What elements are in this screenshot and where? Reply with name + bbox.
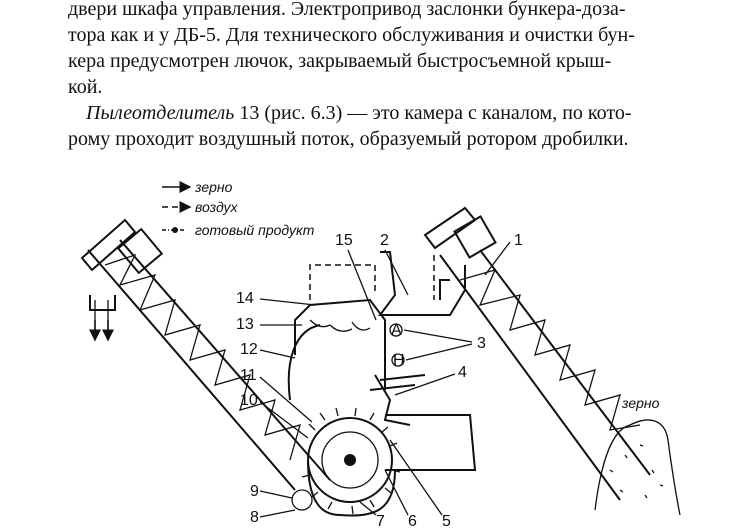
- legend-product-label: готовый продукт: [195, 222, 315, 238]
- label-14: 14: [236, 290, 254, 307]
- label-13: 13: [236, 316, 254, 333]
- crusher-assembly: А Н: [287, 251, 477, 517]
- valve-a-label: А: [391, 322, 402, 339]
- label-1: 1: [514, 232, 523, 249]
- label-5: 5: [442, 513, 451, 530]
- paragraph-2: Пылеотделитель 13 (рис. 6.3) — это камер…: [68, 100, 718, 152]
- label-6: 6: [408, 513, 417, 530]
- label-8: 8: [250, 509, 259, 526]
- legend-grain-label: зерно: [194, 179, 233, 195]
- grain-pile-label: зерно: [621, 395, 660, 411]
- label-12: 12: [240, 341, 258, 358]
- label-7: 7: [376, 513, 385, 530]
- left-auger-conveyor: [80, 218, 331, 491]
- grain-pile: зерно: [594, 395, 681, 516]
- text-block: двери шкафа управления. Электропривод за…: [68, 0, 718, 152]
- text-line-1: двери шкафа управления. Электропривод за…: [68, 0, 626, 20]
- figure-6-3: зерно воздух готовый продукт зерно: [80, 179, 681, 530]
- paragraph-2-text: 13 (рис. 6.3) — это камера с каналом, по…: [234, 102, 632, 124]
- label-15: 15: [335, 232, 353, 249]
- valve-a: [389, 323, 403, 337]
- left-auger-motor: [116, 227, 164, 275]
- text-line-2: тора как и у ДБ-5. Для технического обсл…: [68, 24, 635, 46]
- label-4: 4: [458, 364, 467, 381]
- label-3: 3: [477, 335, 486, 352]
- legend-air-label: воздух: [195, 199, 239, 215]
- label-11: 11: [240, 367, 257, 384]
- term-dust-separator: Пылеотделитель: [86, 102, 235, 124]
- text-line-4: кой.: [68, 76, 103, 98]
- right-auger-conveyor: [423, 206, 651, 501]
- paragraph-1: двери шкафа управления. Электропривод за…: [68, 0, 718, 100]
- right-auger-motor: [453, 215, 497, 259]
- legend-product-dot: [172, 227, 178, 233]
- legend: зерно воздух готовый продукт: [162, 179, 315, 238]
- label-9: 9: [250, 483, 259, 500]
- valve-b: [391, 353, 405, 367]
- valve-b-label: Н: [393, 352, 405, 369]
- text-line-3: кера предусмотрен лючок, закрываемый быс…: [68, 50, 612, 72]
- label-2: 2: [380, 232, 389, 249]
- motor-pulley: [291, 489, 313, 511]
- part-labels: 1 2 3 4 5 6 7 8 9 10 11 12 13 14 15: [236, 232, 523, 530]
- label-10: 10: [240, 392, 258, 409]
- paragraph-2-line-2: рому проходит воздушный поток, образуемы…: [68, 128, 629, 150]
